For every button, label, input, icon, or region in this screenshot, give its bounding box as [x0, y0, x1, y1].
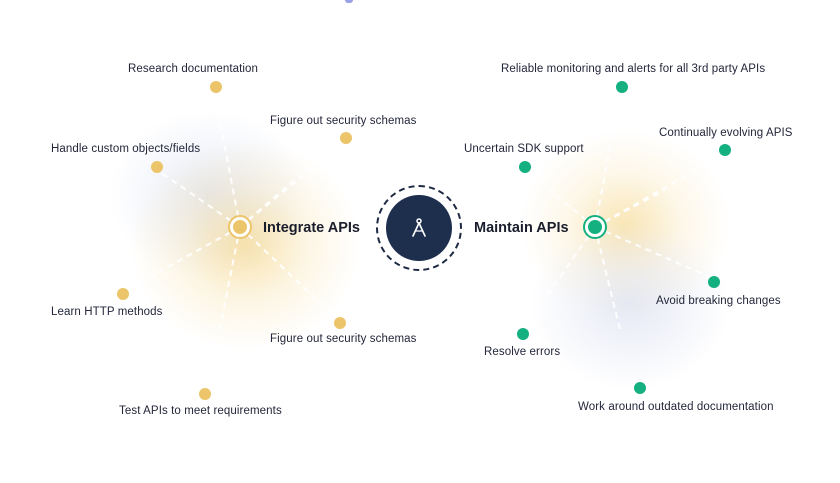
ray-left-7 — [239, 174, 301, 228]
integrate-apis-title: Integrate APIs — [263, 220, 360, 236]
label-monitoring-alerts: Reliable monitoring and alerts for all 3… — [501, 63, 766, 75]
maintain-apis-title: Maintain APIs — [474, 220, 569, 236]
label-research-documentation: Research documentation — [128, 63, 259, 75]
dot-resolve-errors — [517, 328, 529, 340]
center-badge — [386, 195, 452, 261]
ray-right-7 — [594, 189, 666, 228]
ray-left-4 — [125, 226, 241, 291]
label-sdk-support: Uncertain SDK support — [464, 143, 584, 155]
dot-custom-objects — [151, 161, 163, 173]
dot-security-schemas-top — [340, 132, 352, 144]
dot-evolving-apis — [719, 144, 731, 156]
label-evolving-apis: Continually evolving APIS — [659, 127, 793, 139]
hub-integrate — [230, 217, 250, 237]
ray-right-6 — [594, 226, 621, 331]
ray-left-1 — [215, 99, 241, 228]
label-security-schemas-top: Figure out security schemas — [270, 115, 417, 127]
ray-right-5 — [524, 226, 596, 328]
dot-security-schemas-bottom — [334, 317, 346, 329]
compass-icon — [412, 218, 426, 237]
ray-right-3 — [529, 173, 596, 228]
center-dashed-ring — [376, 185, 462, 271]
ray-left-5 — [239, 226, 338, 320]
dot-breaking-changes — [708, 276, 720, 288]
dot-research-documentation — [210, 81, 222, 93]
hub-maintain — [585, 217, 605, 237]
ray-right-4 — [594, 226, 711, 278]
dot-monitoring-alerts — [616, 81, 628, 93]
ray-left-2 — [239, 145, 341, 228]
dot-test-apis — [199, 388, 211, 400]
label-security-schemas-bottom: Figure out security schemas — [270, 333, 417, 345]
label-outdated-docs: Work around outdated documentation — [578, 401, 774, 413]
ray-right-1 — [594, 94, 621, 228]
label-test-apis: Test APIs to meet requirements — [119, 405, 282, 417]
label-custom-objects: Handle custom objects/fields — [51, 143, 201, 155]
label-resolve-errors: Resolve errors — [484, 346, 561, 358]
dot-sdk-support — [519, 161, 531, 173]
dot-outdated-docs — [634, 382, 646, 394]
label-http-methods: Learn HTTP methods — [51, 306, 163, 318]
ray-left-3 — [159, 171, 241, 228]
ray-right-2 — [594, 156, 720, 228]
top-accent-mark — [345, 0, 353, 3]
label-breaking-changes: Avoid breaking changes — [656, 295, 781, 307]
ray-left-6 — [207, 226, 241, 389]
dot-http-methods — [117, 288, 129, 300]
